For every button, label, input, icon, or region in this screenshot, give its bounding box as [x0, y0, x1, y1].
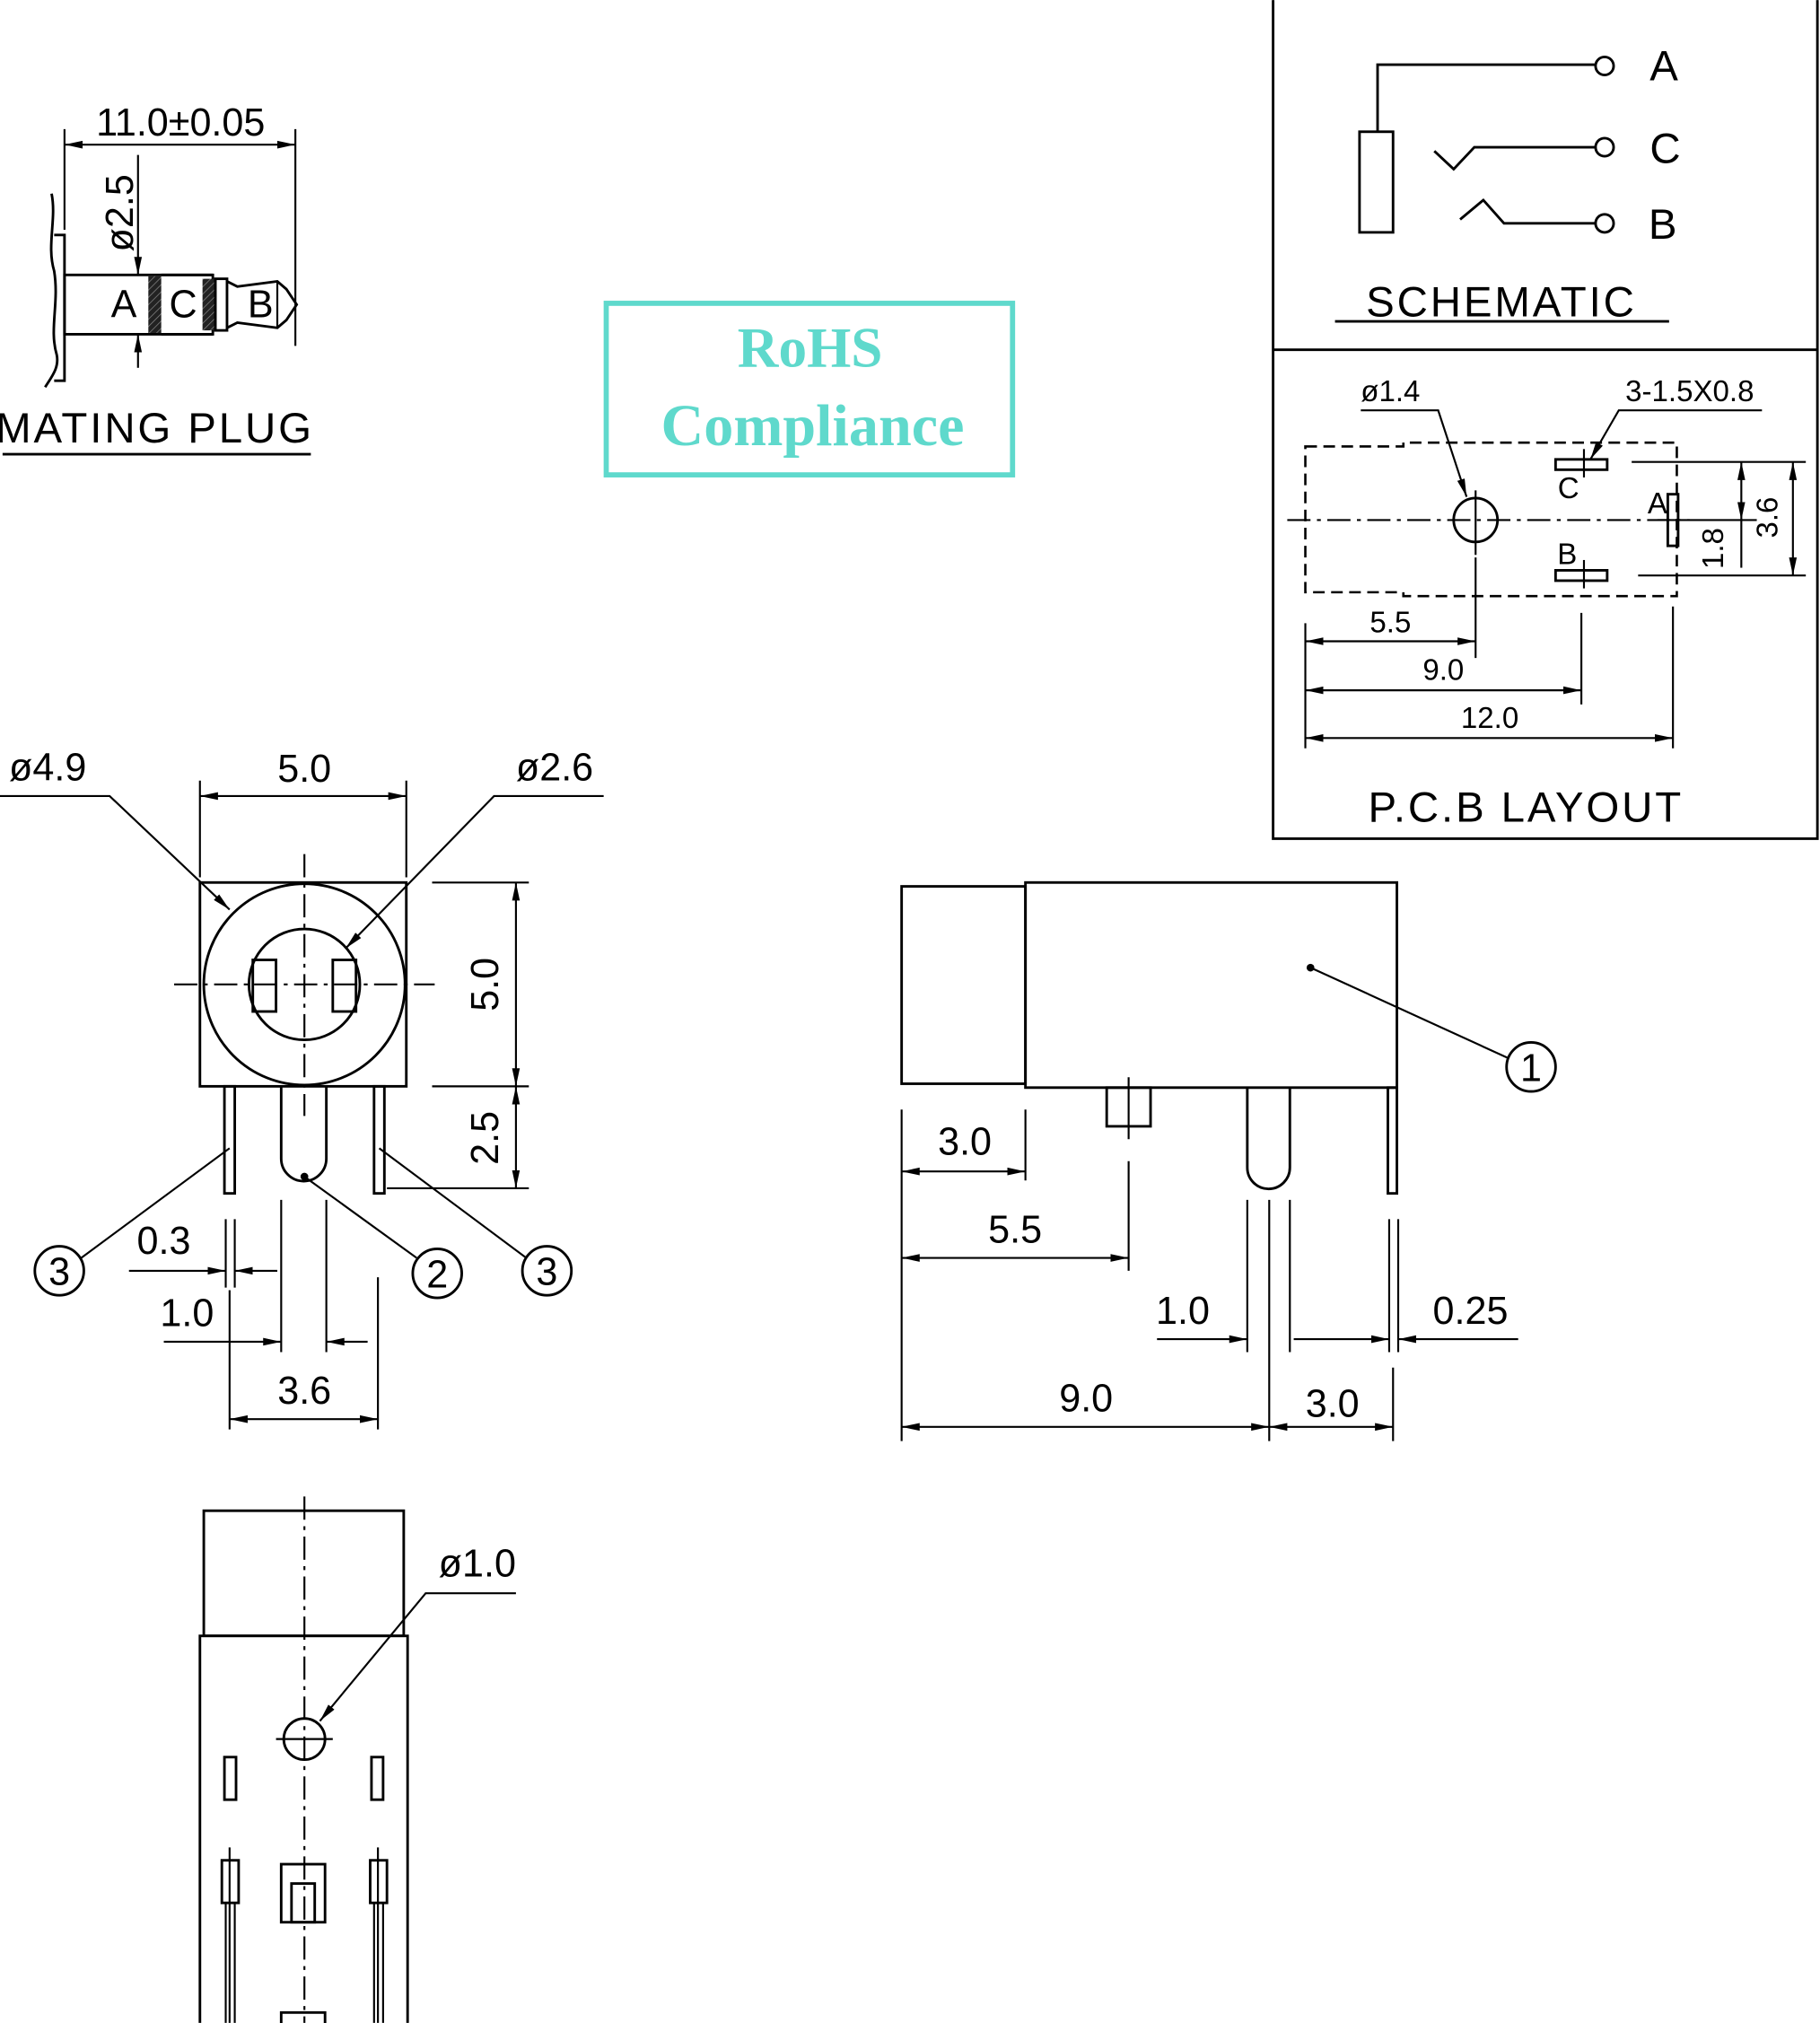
- front-pin-length-dim: 2.5: [464, 1111, 507, 1165]
- side-dim-front: 3.0: [938, 1121, 992, 1164]
- side-view: 1 3.0 5.5 1.0 0.25 9.0 3.0: [900, 880, 1557, 1441]
- front-inner-dia-dim: ø2.6: [516, 747, 593, 790]
- front-pin-span-dim: 3.6: [277, 1370, 331, 1413]
- pcb-dim-12-0: 12.0: [1461, 702, 1518, 735]
- side-dim-thickness: 0.25: [1433, 1290, 1509, 1333]
- pcb-hole-dim: ø1.4: [1361, 375, 1420, 408]
- front-view: 5.0 5.0 2.5 ø4.9 ø2.6 3 2 3 0.3 1.0 3.6: [0, 747, 604, 1430]
- front-callout-3-right: 3: [536, 1251, 557, 1294]
- front-center-pin-dim: 1.0: [160, 1292, 214, 1336]
- schematic-terminal-a: A: [1649, 42, 1681, 90]
- plug-diameter-dim: ø2.5: [99, 174, 142, 251]
- plug-segment-a: A: [111, 284, 137, 327]
- plug-segment-b: B: [248, 284, 274, 327]
- schematic-title: SCHEMATIC: [1366, 278, 1637, 326]
- pcb-pad-a-label: A: [1648, 487, 1667, 521]
- pcb-dim-1-8: 1.8: [1697, 528, 1730, 569]
- plug-length-dim: 11.0±0.05: [96, 101, 265, 144]
- pcb-pad-b-label: B: [1557, 538, 1577, 571]
- pcb-dim-9-0: 9.0: [1422, 654, 1464, 687]
- side-dim-pin: 1.0: [1156, 1290, 1210, 1333]
- bottom-hole-dim: ø1.0: [439, 1543, 516, 1586]
- pcb-dim-5-5: 5.5: [1369, 606, 1411, 639]
- front-pin-thickness-dim: 0.3: [137, 1220, 191, 1263]
- rohs-line2: Compliance: [661, 393, 965, 459]
- front-outer-dia-dim: ø4.9: [9, 747, 86, 790]
- rohs-stamp: RoHS Compliance: [603, 301, 1016, 477]
- pcb-pad-dim: 3-1.5X0.8: [1625, 375, 1754, 408]
- pcb-layout: C A B ø1.4 3-1.5X0.8 1.8 3.6 5.5 9.0 12.…: [1287, 375, 1807, 832]
- pcb-dim-3-6: 3.6: [1752, 497, 1785, 539]
- rohs-line1: RoHS: [738, 316, 883, 379]
- front-width-dim: 5.0: [277, 748, 331, 791]
- mating-plug-drawing: 11.0±0.05 A C B ø2.5 MATING PLUG: [0, 101, 314, 456]
- schematic-terminal-c: C: [1649, 125, 1683, 172]
- info-frame: [1272, 0, 1819, 840]
- side-callout-1: 1: [1520, 1047, 1542, 1090]
- front-callout-2: 2: [426, 1254, 448, 1297]
- front-height-dim: 5.0: [464, 958, 507, 1012]
- schematic: A C B SCHEMATIC: [1334, 42, 1683, 326]
- pcb-layout-title: P.C.B LAYOUT: [1368, 784, 1684, 832]
- bottom-view: ø1.0: [198, 1496, 516, 2023]
- mating-plug-title: MATING PLUG: [0, 405, 314, 452]
- pcb-pad-c-label: C: [1558, 472, 1579, 505]
- side-dim-5-5: 5.5: [988, 1208, 1042, 1251]
- schematic-terminal-b: B: [1649, 201, 1680, 249]
- side-dim-3-0: 3.0: [1306, 1382, 1360, 1425]
- side-dim-9-0: 9.0: [1059, 1378, 1113, 1421]
- plug-segment-c: C: [170, 284, 197, 327]
- front-callout-3-left: 3: [48, 1251, 70, 1294]
